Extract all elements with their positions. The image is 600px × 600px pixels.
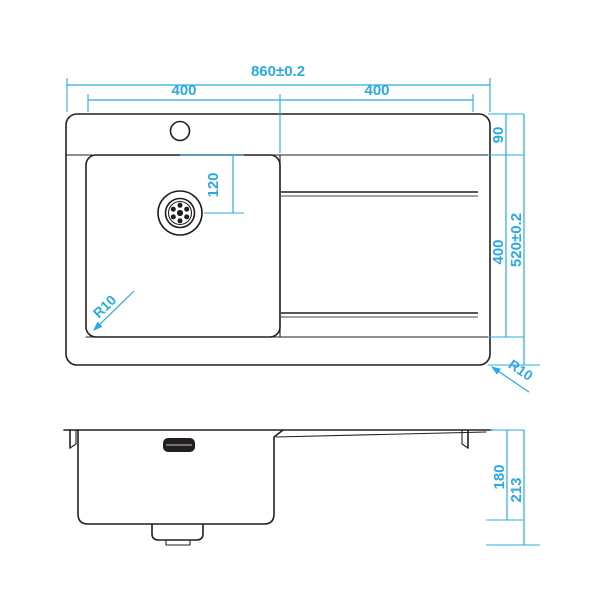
plan-dimensions-group: 860±0.2 400 400 90 400 520±0.2 120 R10 R… [66,63,540,393]
waste-outlet-boss-icon [151,523,204,546]
mounting-clip-left-icon [69,429,77,449]
dim-label-radius-left: R10 [90,292,120,321]
leader-line-radius-right [491,366,530,393]
dim-label-right-segment: 400 [364,82,389,99]
section-dimensions-group: 180 213 [486,429,540,546]
dim-label-overall-height: 213 [508,477,525,502]
dim-label-rim-offset: 90 [490,127,507,144]
dim-label-overall-depth: 520±0.2 [508,213,525,267]
drainer-groove-upper [281,191,478,197]
section-bowl-profile [77,429,284,525]
dim-label-bowl-depth-inner: 180 [491,464,508,489]
drain-strainer-icon [157,190,203,236]
leader-line-radius-left [93,290,135,331]
dim-label-left-segment: 400 [171,82,196,99]
dim-label-overall-width: 860±0.2 [251,63,305,80]
plan-view-group [65,113,491,366]
sink-outer-outline [65,113,491,366]
faucet-hole-icon [169,120,191,142]
overflow-slot-icon [163,438,195,452]
dim-label-bowl-depth: 400 [490,239,507,264]
section-drainer-slope [275,431,487,438]
dim-label-drain-offset: 120 [205,172,222,197]
drainer-groove-lower [281,312,478,318]
section-view-group [63,429,493,546]
